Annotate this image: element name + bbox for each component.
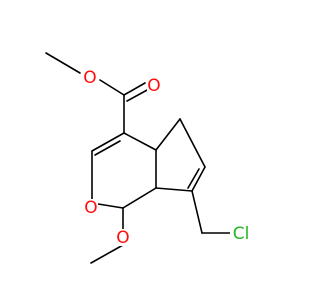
bond-methoxy-o-methyl: [90, 244, 124, 264]
bond-c1-c7a: [122, 187, 157, 209]
bond-c6-c7-single: [191, 166, 206, 192]
bond-c4-c3-single: [91, 132, 125, 152]
bond-carbonyl-o-double-a: [123, 82, 146, 96]
bond-c4a-c5: [155, 118, 181, 151]
bond-c6-c7-double: [187, 168, 200, 189]
chlorine-atom: Cl: [230, 224, 252, 244]
carbonyl-oxygen-label: O: [147, 76, 160, 96]
bond-layer: [45, 52, 231, 264]
ester-single-oxygen-label: O: [83, 68, 96, 88]
bond-o-carbonyl: [99, 79, 125, 96]
bond-c7-ch2: [191, 190, 203, 234]
chlorine-label: Cl: [233, 224, 250, 244]
bond-methyl-o: [45, 52, 81, 74]
bond-c4a-c4: [123, 132, 157, 151]
molecule-structure: O O O O Cl: [45, 52, 252, 264]
bond-c7-c7a: [155, 187, 193, 192]
methoxy-oxygen: O: [116, 228, 130, 248]
ring-oxygen: O: [84, 198, 98, 218]
bond-carbonyl-o-double-b: [126, 88, 150, 102]
methoxy-oxygen-label: O: [116, 228, 129, 248]
bond-c5-c6: [179, 118, 206, 168]
atom-labels: O O O O Cl: [83, 68, 252, 248]
ester-single-oxygen: O: [83, 68, 97, 88]
ring-oxygen-label: O: [84, 198, 97, 218]
molecule-canvas: O O O O Cl: [45, 52, 252, 264]
bond-c4-c3-double: [94, 140, 121, 156]
carbonyl-oxygen: O: [147, 76, 161, 96]
